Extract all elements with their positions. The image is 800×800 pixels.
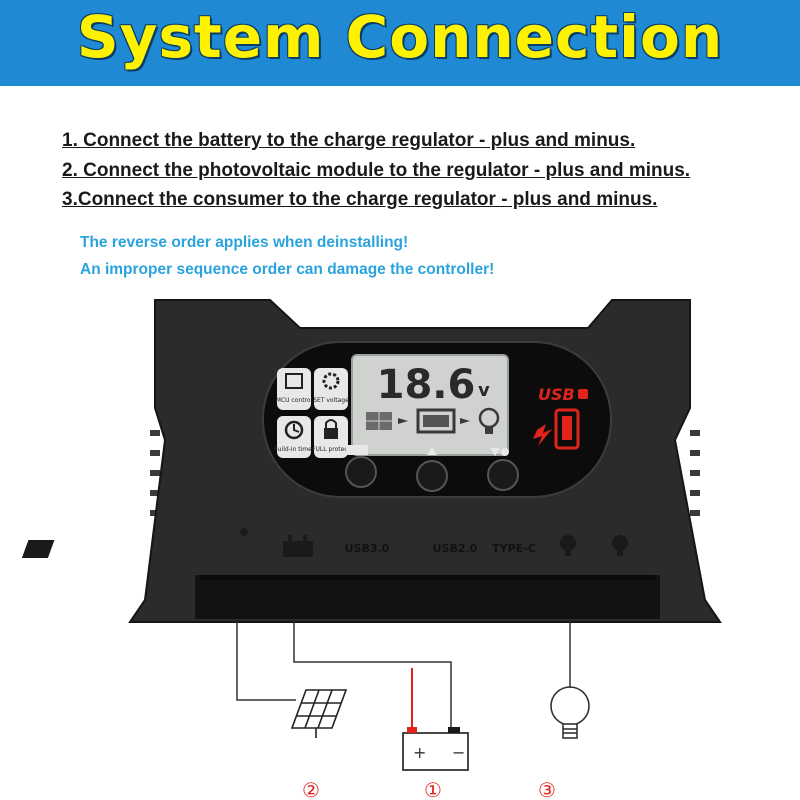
- badge-build-in-timer: Build-in timer: [274, 416, 315, 458]
- warning-deinstall: The reverse order applies when deinstall…: [80, 234, 409, 251]
- terminal-channel: [195, 575, 660, 619]
- phone-icon: [554, 408, 580, 450]
- load-port-icon-1: [560, 535, 576, 556]
- lcd-battery-icon: [416, 408, 456, 434]
- up-button[interactable]: [416, 447, 448, 492]
- marker-battery: ①: [424, 778, 442, 800]
- badge-set-voltage: SET voltage: [313, 368, 349, 410]
- port-label-usb3: USB3.0: [345, 542, 390, 555]
- lcd-voltage-unit: v: [478, 380, 490, 401]
- title-banner: System Connection: [0, 0, 800, 86]
- down-load-button[interactable]: [487, 448, 519, 491]
- lcd-arrow-icon-2: [460, 418, 470, 424]
- svg-text:MCU control: MCU control: [276, 397, 313, 404]
- lcd-voltage-value: 18.6: [377, 362, 476, 408]
- chip-icon: [285, 373, 303, 389]
- lightning-icon: [533, 424, 552, 446]
- marker-solar: ②: [302, 778, 320, 800]
- badge-full-protect: FULL protect: [312, 416, 351, 458]
- svg-text:Build-in timer: Build-in timer: [274, 446, 315, 453]
- step-2-text: 2. Connect the photovoltaic module to th…: [62, 160, 691, 181]
- gear-icon: [322, 372, 340, 390]
- lcd-panel-icon: [366, 412, 392, 430]
- svg-text:SET voltage: SET voltage: [313, 397, 349, 404]
- wire-solar-negative: [236, 622, 296, 701]
- lcd-bulb-icon: [478, 407, 500, 434]
- badge-mcu-control: MCU control: [276, 368, 313, 410]
- svg-text:+: +: [413, 743, 426, 762]
- heatsink-fins-right: [690, 430, 700, 516]
- solar-port-icon: [21, 528, 248, 558]
- solar-panel-icon: [290, 689, 348, 738]
- banner-title: System Connection: [76, 3, 724, 71]
- marker-load: ③: [538, 778, 556, 800]
- wire-solar-positive: [293, 622, 452, 730]
- load-port-icon-2: [612, 535, 628, 556]
- lcd-arrow-icon: [398, 418, 408, 424]
- step-1-text: 1. Connect the battery to the charge reg…: [62, 130, 636, 151]
- port-label-usb2: USB2.0: [433, 542, 478, 555]
- usb-indicator-label: USB: [538, 385, 575, 404]
- menu-button[interactable]: [345, 445, 377, 488]
- warning-sequence: An improper sequence order can damage th…: [80, 261, 495, 278]
- bulb-icon: [550, 686, 590, 739]
- svg-text:FULL protect: FULL protect: [312, 446, 351, 453]
- battery-icon: + −: [402, 727, 469, 771]
- port-label-typec: TYPE-C: [492, 542, 536, 555]
- svg-text:−: −: [452, 743, 465, 762]
- step-3-text: 3.Connect the consumer to the charge reg…: [62, 189, 658, 210]
- clock-icon: [284, 420, 304, 440]
- battery-port-icon: [283, 535, 313, 557]
- lock-icon: [324, 428, 338, 439]
